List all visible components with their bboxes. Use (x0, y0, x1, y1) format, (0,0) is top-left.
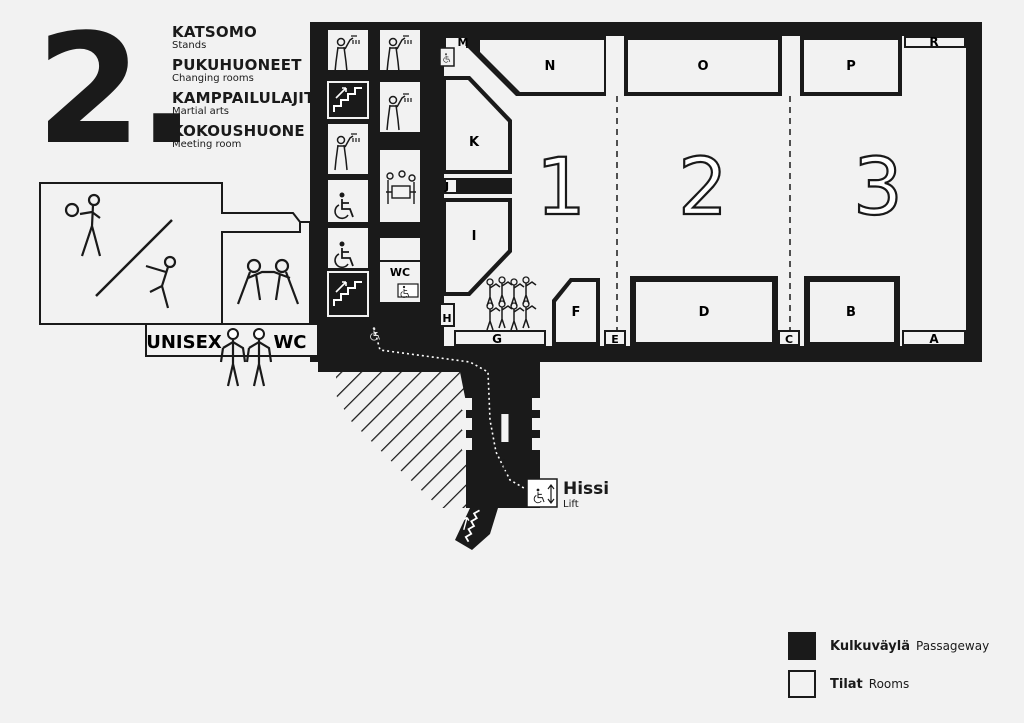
room-label: I (472, 229, 477, 244)
hall-number: 1 (536, 143, 586, 233)
room-label: R (929, 35, 938, 49)
door-gap (462, 438, 472, 450)
room-label: H (442, 312, 451, 325)
directory-item-meeting-room: KOKOUSHUONE Meeting room (172, 123, 332, 151)
directory-item-stands: KATSOMO Stands (172, 24, 332, 52)
martial-arts-icon (236, 258, 300, 305)
legend-label-fi: Kulkuväylä (830, 638, 911, 654)
legend-passageway: Kulkuväylä Passageway (788, 630, 989, 662)
door-gap (532, 398, 546, 410)
wc-label: WC (390, 266, 410, 279)
room-label: C (785, 333, 793, 346)
door-gap (462, 398, 472, 410)
directory-name: KATSOMO (172, 23, 257, 41)
legend-label-fi: Tilat (830, 676, 863, 692)
directory-name: KAMPPAILULAJIT (172, 89, 315, 107)
room-letters: N O P R M K J I H G F E D C B A (442, 35, 939, 346)
room-h (439, 303, 455, 327)
room-label: D (699, 305, 710, 320)
directory-item-martial-arts: KAMPPAILULAJIT Martial arts (172, 90, 332, 118)
room-j (444, 178, 512, 194)
floor-number: 2. (36, 1, 196, 178)
unisex-wc-label: WC (273, 332, 306, 353)
directory-translation: Changing rooms (172, 73, 254, 84)
door-gap (532, 418, 546, 430)
room-label: B (846, 305, 856, 320)
directory-name: PUKUHUONEET (172, 56, 302, 74)
lift-label: Hissi Lift (563, 479, 609, 510)
volleyball-player-icon (64, 193, 177, 309)
door-gap (462, 418, 472, 430)
shower-room (380, 82, 420, 132)
directory-translation: Martial arts (172, 106, 230, 117)
directory-name: KOKOUSHUONE (172, 122, 305, 140)
map-legend: Kulkuväylä Passageway Tilat Rooms (788, 630, 989, 706)
room-label: E (611, 333, 619, 346)
legend-label-en: Passageway (916, 639, 990, 653)
room-label: K (469, 135, 480, 150)
lift-arrows (547, 484, 555, 504)
accessible-route (373, 327, 525, 489)
shower-room (380, 30, 420, 70)
stair-letter: I (498, 407, 512, 451)
lift-translation: Lift (563, 499, 579, 510)
legend-swatch-passageway (788, 632, 816, 660)
hall-number: 3 (853, 143, 903, 233)
lift-name: Hissi (563, 479, 610, 499)
legend-rooms: Tilat Rooms (788, 668, 989, 700)
room-label: M (458, 36, 469, 49)
legend-label-en: Rooms (868, 677, 910, 691)
unisex-label: UNISEX (146, 332, 222, 353)
storage-room (380, 238, 420, 260)
room-label: F (572, 305, 581, 320)
meeting-icon (386, 170, 416, 204)
shower-room (328, 30, 368, 70)
hatched-area (336, 372, 468, 508)
door-gap (532, 438, 546, 450)
room-label: A (929, 332, 939, 346)
room-label: N (545, 59, 556, 74)
lift-sign (526, 478, 558, 508)
hall-number: 2 (678, 143, 728, 233)
room-label: P (846, 59, 856, 74)
room-label: G (492, 332, 502, 346)
shower-room (328, 124, 368, 174)
accessible-shower-room (328, 228, 368, 268)
directory-item-changing-rooms: PUKUHUONEET Changing rooms (172, 57, 332, 85)
legend-swatch-rooms (788, 670, 816, 698)
room-label: O (697, 59, 708, 74)
floor-directory: KATSOMO Stands PUKUHUONEET Changing room… (172, 24, 332, 156)
directory-translation: Stands (172, 40, 207, 51)
room-label: J (444, 180, 449, 193)
directory-translation: Meeting room (172, 139, 242, 150)
passageway (318, 324, 540, 550)
